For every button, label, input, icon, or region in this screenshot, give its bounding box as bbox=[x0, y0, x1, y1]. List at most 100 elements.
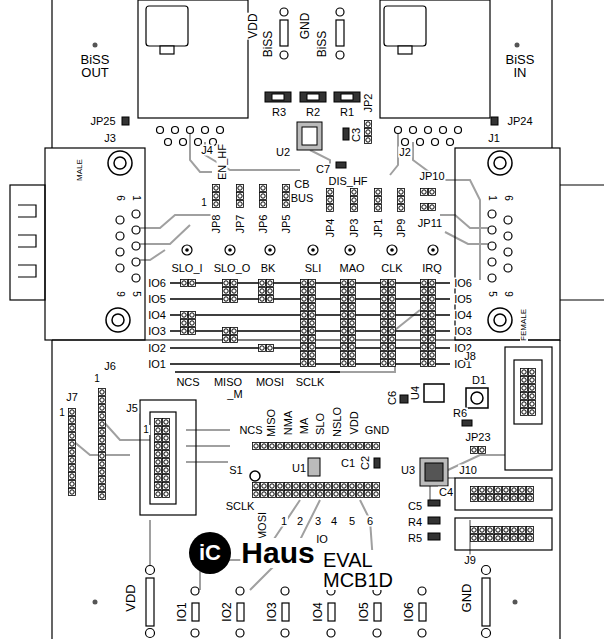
part-label: U4 bbox=[410, 385, 421, 401]
pin-number: 6 bbox=[366, 516, 374, 527]
signal-name: NCS bbox=[238, 425, 263, 436]
logo-text: Haus bbox=[240, 538, 315, 568]
part-label: R3 bbox=[271, 107, 287, 118]
test-pad bbox=[280, 8, 344, 59]
signal-name: GND bbox=[299, 12, 311, 41]
connector-label: BiSS IN bbox=[501, 53, 539, 79]
pin-number: 1 bbox=[487, 194, 497, 202]
signal-name: EN_HF bbox=[217, 143, 228, 181]
part-label: J1 bbox=[487, 133, 501, 144]
part-label: J6 bbox=[103, 361, 117, 372]
pin-number: 1 bbox=[58, 408, 66, 418]
pin-number: 4 bbox=[330, 516, 338, 527]
pin-number: 1 bbox=[93, 374, 101, 384]
signal-name: _M bbox=[226, 389, 243, 400]
connector-label: FEMALE bbox=[520, 308, 528, 342]
signal-name: MA bbox=[299, 417, 310, 436]
signal-name: GND bbox=[460, 583, 473, 614]
signal-name: IO6 bbox=[147, 278, 167, 289]
test-pad bbox=[146, 566, 491, 638]
part-label: U2 bbox=[275, 147, 291, 158]
part-label: R4 bbox=[407, 517, 423, 528]
signal-name: IO6 bbox=[403, 601, 415, 622]
rj45-jack bbox=[138, 0, 490, 118]
part-label: J2 bbox=[398, 147, 412, 158]
signal-name: SLO bbox=[315, 412, 326, 436]
signal-name: NSLO bbox=[332, 406, 343, 438]
part-label: JP1 bbox=[373, 218, 384, 239]
signal-name: BiSS bbox=[316, 30, 328, 59]
part-label: JP8 bbox=[211, 214, 222, 235]
board-outline bbox=[10, 0, 604, 639]
part-label: D1 bbox=[471, 375, 487, 386]
signal-name: BUS bbox=[290, 193, 315, 204]
signal-name: SLI bbox=[304, 263, 323, 274]
part-label: J8 bbox=[463, 351, 477, 362]
pin-number: 9 bbox=[503, 290, 513, 298]
signal-name: IO6 bbox=[453, 278, 473, 289]
pin-number: 3 bbox=[314, 516, 322, 527]
signal-name: CLK bbox=[380, 263, 403, 274]
signal-name: IO2 bbox=[147, 343, 167, 354]
signal-name: IO4 bbox=[312, 601, 324, 622]
pin-number: 9 bbox=[115, 290, 125, 298]
signal-name: IO bbox=[315, 534, 329, 545]
signal-name: IO2 bbox=[221, 601, 233, 622]
part-label: J4 bbox=[200, 145, 214, 156]
part-label: JP6 bbox=[258, 214, 269, 235]
signal-name: MOSI bbox=[257, 511, 268, 541]
connector-housing bbox=[140, 347, 552, 550]
signal-name: GND bbox=[364, 425, 390, 436]
part-label: R1 bbox=[339, 107, 355, 118]
part-label: U3 bbox=[400, 465, 416, 476]
test-point-center bbox=[185, 248, 435, 252]
signal-name: SLO_I bbox=[170, 263, 203, 274]
part-label: JP3 bbox=[349, 218, 360, 239]
part-label: JP10 bbox=[418, 171, 445, 182]
signal-name: IO3 bbox=[147, 326, 167, 337]
copper-trace bbox=[72, 130, 505, 590]
signal-name: NMA bbox=[283, 410, 294, 436]
part-label: R6 bbox=[452, 408, 468, 419]
part-label: J5 bbox=[125, 403, 139, 414]
pin-number: 1 bbox=[142, 425, 150, 435]
part-label: R5 bbox=[407, 533, 423, 544]
part-label: JP5 bbox=[281, 214, 292, 235]
part-label: JP25 bbox=[89, 116, 116, 127]
part-label: JP4 bbox=[325, 218, 336, 239]
part-label: JP9 bbox=[396, 218, 407, 239]
signal-name: IO5 bbox=[358, 601, 370, 622]
signal-name: VDD bbox=[349, 410, 360, 435]
part-label: JP11 bbox=[417, 218, 443, 229]
test-point bbox=[182, 245, 438, 255]
signal-name: MISO bbox=[213, 377, 243, 388]
signal-name: VDD bbox=[247, 12, 259, 39]
signal-name: NCS bbox=[175, 377, 200, 388]
signal-name: IO5 bbox=[147, 294, 167, 305]
signal-name: IRQ bbox=[421, 263, 443, 274]
signal-name: IO1 bbox=[176, 601, 188, 622]
part-label: C2 bbox=[360, 455, 371, 471]
signal-name: SCLK bbox=[295, 377, 326, 388]
smd-part bbox=[122, 92, 498, 540]
logo-circle bbox=[189, 532, 231, 574]
pin-number: 2 bbox=[296, 516, 304, 527]
signal-name: IO4 bbox=[147, 310, 167, 321]
signal-name: IO5 bbox=[453, 294, 473, 305]
signal-name: CB bbox=[293, 179, 310, 190]
signal-name: VDD bbox=[124, 583, 137, 612]
signal-name: SLO_O bbox=[213, 263, 252, 274]
pin-number: 5 bbox=[131, 290, 141, 298]
pin-number: 5 bbox=[487, 290, 497, 298]
part-label: J10 bbox=[458, 465, 478, 476]
signal-name: MISO bbox=[266, 408, 277, 438]
signal-name: IO3 bbox=[453, 326, 473, 337]
part-label: JP2 bbox=[363, 93, 374, 114]
signal-name: MAO bbox=[338, 263, 365, 274]
signal-name: BK bbox=[260, 263, 277, 274]
part-label: R2 bbox=[305, 107, 321, 118]
part-label: J9 bbox=[463, 555, 477, 566]
part-label: J3 bbox=[103, 133, 117, 144]
board-name: EVAL MCB1D bbox=[322, 550, 402, 590]
